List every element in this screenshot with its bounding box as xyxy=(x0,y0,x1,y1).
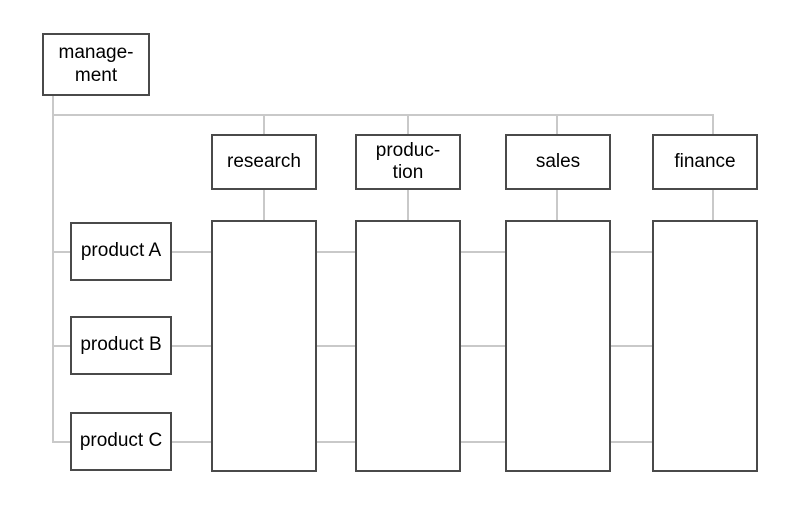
node-management[interactable]: manage- ment xyxy=(42,33,150,96)
node-finance[interactable]: finance xyxy=(652,134,758,190)
matrix-column-sales[interactable] xyxy=(505,220,611,472)
matrix-column-production[interactable] xyxy=(355,220,461,472)
connector-stem-finance xyxy=(712,190,714,222)
connector-drop-sales xyxy=(556,114,558,136)
node-research[interactable]: research xyxy=(211,134,317,190)
matrix-column-finance[interactable] xyxy=(652,220,758,472)
matrix-column-research[interactable] xyxy=(211,220,317,472)
node-product-c[interactable]: product C xyxy=(70,412,172,471)
connector-stem-sales xyxy=(556,190,558,222)
connector-stem-production xyxy=(407,190,409,222)
connector-drop-production xyxy=(407,114,409,136)
node-sales[interactable]: sales xyxy=(505,134,611,190)
node-production[interactable]: produc- tion xyxy=(355,134,461,190)
connector-stem-research xyxy=(263,190,265,222)
node-product-a[interactable]: product A xyxy=(70,222,172,281)
connector-management-trunk xyxy=(52,96,54,443)
connector-drop-research xyxy=(263,114,265,136)
node-product-b[interactable]: product B xyxy=(70,316,172,375)
connector-drop-finance xyxy=(712,114,714,136)
connector-department-bus xyxy=(52,114,714,116)
